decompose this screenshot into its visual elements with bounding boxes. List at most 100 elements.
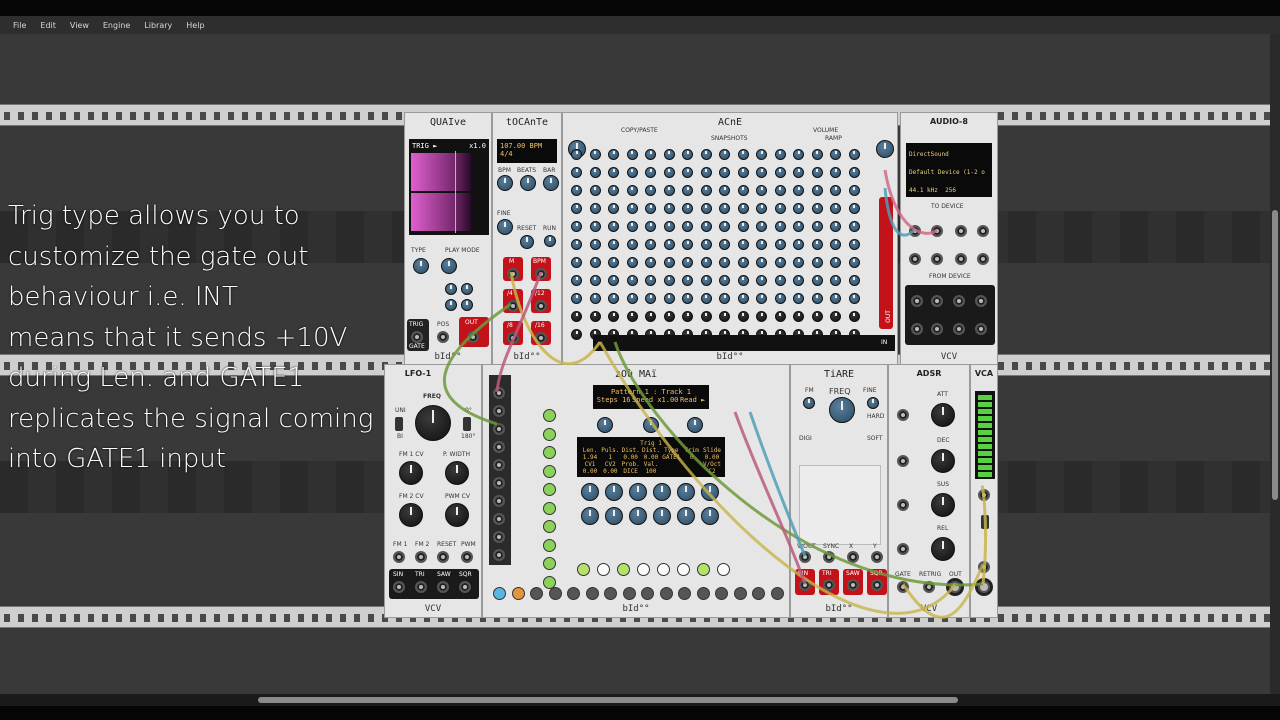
x-jack[interactable] [847,551,859,563]
sin-jack[interactable] [393,581,405,593]
mixer-knob[interactable] [571,203,582,214]
mixer-knob[interactable] [682,221,693,232]
gate-toggle[interactable] [677,563,690,576]
mixer-knob[interactable] [663,275,675,286]
from-device-jack[interactable] [953,295,965,307]
mixer-knob[interactable] [737,203,749,214]
mixer-knob[interactable] [756,149,767,160]
mixer-knob[interactable] [756,185,767,196]
horizontal-scroll-thumb[interactable] [258,697,958,703]
mixer-knob[interactable] [756,257,767,268]
sqr-jack[interactable] [871,579,883,591]
step-led[interactable] [543,575,556,589]
mixer-knob[interactable] [830,167,841,178]
mixer-knob[interactable] [663,203,675,214]
mixer-knob[interactable] [811,275,823,286]
step-led[interactable] [543,409,556,422]
mixer-knob[interactable] [774,311,786,322]
voct-jack[interactable] [799,551,811,563]
play-mode-knob[interactable] [441,258,457,274]
mixer-knob[interactable] [719,185,730,196]
module-acne[interactable]: ACnE COPY/PASTE SNAPSHOTS VOLUME RAMP OU… [562,112,898,366]
fm2cv-knob[interactable] [399,503,423,527]
menu-edit[interactable]: Edit [40,20,56,30]
mixer-knob[interactable] [793,167,804,178]
mixer-knob[interactable] [848,167,860,178]
sqr-jack[interactable] [459,581,471,593]
step-led[interactable] [543,483,556,496]
mixer-knob[interactable] [719,257,730,268]
mixer-knob[interactable] [589,167,601,178]
mixer-knob[interactable] [663,149,675,160]
sus-cv-jack[interactable] [897,499,909,511]
mixer-knob[interactable] [608,203,619,214]
mixer-knob[interactable] [811,203,823,214]
mixer-knob[interactable] [626,275,638,286]
mixer-knob[interactable] [589,149,601,160]
mixer-knob[interactable] [645,221,656,232]
mixer-knob[interactable] [830,221,841,232]
mixer-knob[interactable] [571,149,582,160]
dec-cv-jack[interactable] [897,455,909,467]
volume-knob[interactable] [876,140,894,158]
trig-param-knob[interactable] [653,507,671,525]
mixer-knob[interactable] [663,221,675,232]
att-cv-jack[interactable] [897,409,909,421]
to-device-jack-8[interactable] [977,253,989,265]
mixer-knob[interactable] [571,239,582,250]
mixer-knob[interactable] [571,311,582,322]
trig-param-knob[interactable] [581,507,599,525]
step-button[interactable] [530,587,543,600]
mixer-knob[interactable] [793,221,804,232]
mixer-knob[interactable] [737,239,749,250]
small-knob[interactable] [461,299,473,311]
mixer-knob[interactable] [830,203,841,214]
to-device-jack-5[interactable] [909,253,921,265]
mixer-knob[interactable] [608,311,619,322]
gate-toggle[interactable] [697,563,710,576]
module-zoumai[interactable]: zOù MAï Pattern 1 : Track 1 Steps 16 Spe… [482,364,790,618]
mixer-knob[interactable] [608,185,619,196]
freq-knob[interactable] [829,397,855,423]
out-jack[interactable] [978,581,990,593]
mixer-knob[interactable] [811,293,823,304]
mixer-knob[interactable] [682,149,693,160]
y-jack[interactable] [871,551,883,563]
mixer-knob[interactable] [682,257,693,268]
mixer-knob[interactable] [793,275,804,286]
mixer-knob[interactable] [811,167,823,178]
mixer-knob[interactable] [848,275,860,286]
steps-knob[interactable] [597,417,613,433]
from-device-jack[interactable] [931,295,943,307]
mixer-knob[interactable] [774,185,786,196]
to-device-jack-2[interactable] [931,225,943,237]
mixer-knob[interactable] [608,149,619,160]
step-led[interactable] [543,538,556,552]
step-button[interactable] [659,587,673,600]
mixer-knob[interactable] [756,275,767,286]
mixer-knob[interactable] [589,185,601,196]
out-jack[interactable] [535,300,547,312]
step-button[interactable] [641,587,654,600]
mixer-knob[interactable] [700,167,712,178]
to-device-jack-4[interactable] [977,225,989,237]
mixer-knob[interactable] [571,167,582,178]
mixer-knob[interactable] [571,329,582,340]
out-jack[interactable] [507,332,519,344]
mixer-knob[interactable] [848,203,860,214]
mixer-knob[interactable] [756,221,767,232]
step-jack[interactable] [493,495,505,507]
mixer-knob[interactable] [571,185,582,196]
mixer-knob[interactable] [793,203,804,214]
mixer-knob[interactable] [645,257,656,268]
mixer-knob[interactable] [589,203,601,214]
mixer-knob[interactable] [774,149,786,160]
saw-jack[interactable] [847,579,859,591]
mixer-knob[interactable] [645,185,656,196]
mixer-knob[interactable] [756,167,767,178]
step-led[interactable] [543,464,556,478]
retrig-jack[interactable] [923,581,935,593]
mixer-knob[interactable] [608,239,619,250]
mixer-knob[interactable] [848,239,860,250]
step-led[interactable] [543,427,556,441]
